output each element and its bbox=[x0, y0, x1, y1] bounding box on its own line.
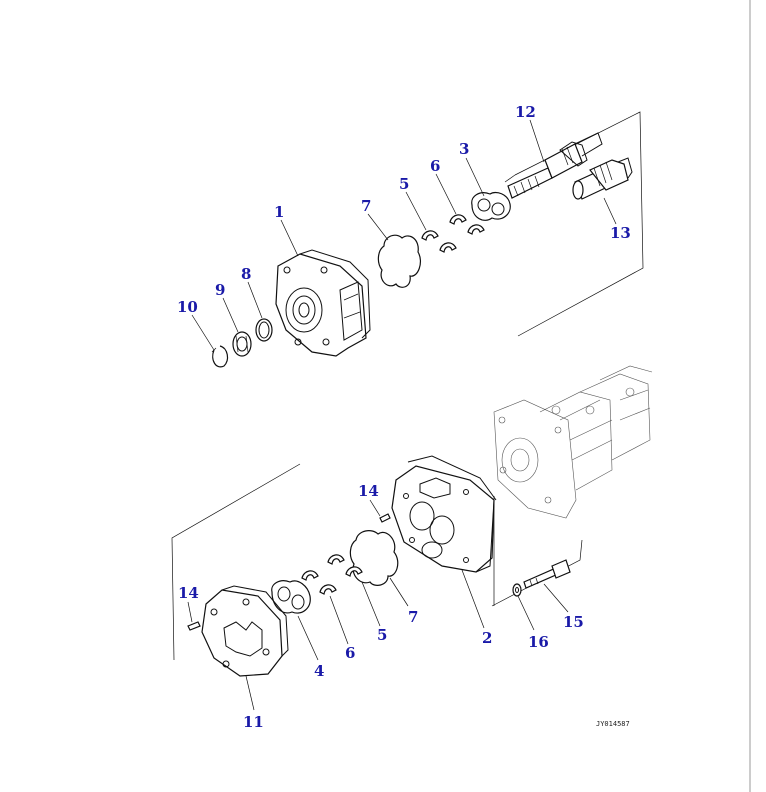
callout-16: 16 bbox=[528, 633, 549, 651]
cover-plate-part bbox=[201, 585, 289, 677]
callout-5-lower: 5 bbox=[377, 626, 387, 644]
bushing-plate-part-upper bbox=[471, 191, 511, 221]
callout-3-upper: 3 bbox=[459, 140, 469, 158]
callout-4: 4 bbox=[314, 662, 324, 680]
callout-11: 11 bbox=[243, 713, 264, 731]
callout-8: 8 bbox=[241, 265, 251, 283]
seal-ring-part-upper-5 bbox=[421, 230, 457, 253]
gasket-part-lower bbox=[349, 530, 399, 586]
oil-seal-part bbox=[232, 331, 252, 357]
callout-14-lower: 14 bbox=[178, 584, 199, 602]
driven-gear-part bbox=[572, 157, 633, 200]
callout-10: 10 bbox=[177, 298, 198, 316]
callout-6-upper: 6 bbox=[430, 157, 440, 175]
pump-body-part-lower bbox=[391, 455, 497, 573]
pump-body-part-upper bbox=[275, 249, 371, 357]
seal-ring-part-upper-6 bbox=[449, 214, 485, 235]
reference-pump-assembly bbox=[493, 365, 653, 519]
callout-1: 1 bbox=[274, 203, 284, 221]
dowel-pin-part-lower bbox=[187, 621, 201, 631]
callout-7-lower: 7 bbox=[408, 608, 418, 626]
drive-shaft-part bbox=[507, 132, 603, 199]
callout-5-upper: 5 bbox=[399, 175, 409, 193]
washer-part bbox=[512, 583, 522, 597]
callout-12: 12 bbox=[515, 103, 536, 121]
seal-ring-part-lower-6 bbox=[301, 570, 337, 595]
bushing-plate-part-lower bbox=[271, 580, 311, 614]
callout-2: 2 bbox=[482, 629, 492, 647]
leader-lines bbox=[187, 119, 617, 711]
snap-ring-part bbox=[211, 345, 229, 368]
o-ring-part bbox=[255, 318, 273, 342]
callout-9: 9 bbox=[215, 281, 225, 299]
callout-15: 15 bbox=[563, 613, 584, 631]
dowel-pin-part-upper bbox=[379, 513, 391, 523]
callout-13: 13 bbox=[610, 224, 631, 242]
callout-14-upper: 14 bbox=[358, 482, 379, 500]
gasket-part-upper bbox=[377, 234, 422, 288]
bolt-part bbox=[523, 559, 571, 589]
callout-7-upper: 7 bbox=[361, 197, 371, 215]
seal-ring-part-lower-5 bbox=[327, 554, 363, 577]
callout-6-lower: 6 bbox=[345, 644, 355, 662]
drawing-reference: JY014587 bbox=[596, 720, 630, 728]
